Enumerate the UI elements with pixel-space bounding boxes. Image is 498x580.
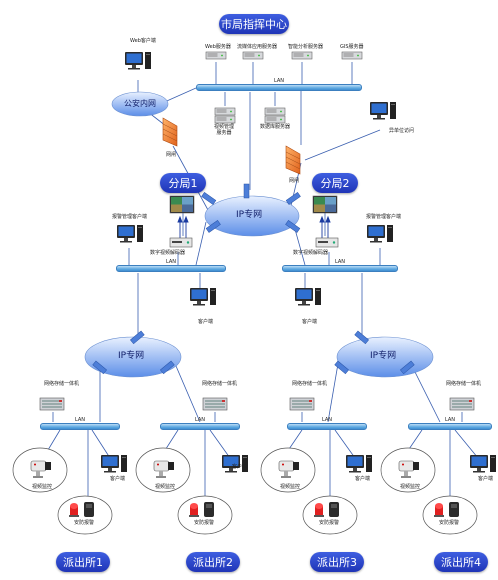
station1-nvr-label: 网络存储一体机 bbox=[44, 381, 80, 387]
branch2-decoder-icon bbox=[315, 237, 339, 248]
external-access-label: 异单位访问 bbox=[389, 128, 415, 134]
web-client-label: Web客户端 bbox=[130, 38, 156, 44]
station3-camera-label: 视频监控 bbox=[280, 484, 301, 490]
station1-client-label: 客户端 bbox=[110, 476, 126, 482]
station4-nvr-label: 网络存储一体机 bbox=[446, 381, 482, 387]
branch1-video-wall-icon bbox=[169, 195, 195, 214]
firewall-icon-right bbox=[285, 145, 301, 175]
db-server-icon-2 bbox=[264, 115, 286, 124]
lan-bar-station1: LAN bbox=[40, 417, 120, 430]
branch1-alarm-client-label: 报警管理客户端 bbox=[112, 214, 148, 220]
db-server-label: 数据库服务器 bbox=[260, 124, 291, 130]
station4-client-pc-icon bbox=[470, 455, 496, 473]
lan-bar-branch1: LAN bbox=[116, 259, 226, 272]
station4-title: 派出所4 bbox=[434, 552, 488, 572]
station2-title: 派出所2 bbox=[186, 552, 240, 572]
branch2-video-wall-icon bbox=[312, 195, 338, 214]
ip-network-cloud-left bbox=[84, 336, 182, 378]
web-server-icon bbox=[205, 51, 227, 60]
station1-client-pc-icon bbox=[101, 455, 127, 473]
video-mgmt-server-icon-2 bbox=[214, 115, 236, 124]
decoder-arrows bbox=[177, 215, 331, 238]
web-client-pc-icon bbox=[125, 52, 151, 70]
web-server-label: Web服务器 bbox=[205, 44, 231, 50]
lan-label: LAN bbox=[321, 417, 333, 423]
video-mgmt-server-icon bbox=[214, 107, 236, 116]
lan-bar-station3: LAN bbox=[287, 417, 367, 430]
hub-title: 市局指挥中心 bbox=[219, 14, 289, 34]
station3-title: 派出所3 bbox=[310, 552, 364, 572]
ip-network-label-left: IP专网 bbox=[118, 351, 145, 361]
gis-server-label: GIS服务器 bbox=[340, 44, 364, 50]
firewall-label-right: 网闸 bbox=[289, 178, 300, 184]
station2-client-label: 客户端 bbox=[232, 464, 248, 470]
branch1-decoder-label: 数字视频解码器 bbox=[150, 250, 186, 256]
station2-nvr-icon bbox=[202, 397, 228, 411]
analytics-server-icon bbox=[291, 51, 313, 60]
station4-camera-label: 视频监控 bbox=[400, 484, 421, 490]
streaming-server-label: 流媒体应用服务器 bbox=[237, 44, 278, 50]
video-mgmt-server-label: 视频管理 服务器 bbox=[214, 124, 235, 136]
gis-server-icon bbox=[341, 51, 363, 60]
branch1-alarm-client-pc-icon bbox=[117, 225, 143, 243]
station1-camera-label: 视频监控 bbox=[32, 484, 53, 490]
lan-label: LAN bbox=[74, 417, 86, 423]
station4-nvr-icon bbox=[449, 397, 475, 411]
connection-lines bbox=[44, 62, 479, 498]
ip-network-label-right: IP专网 bbox=[370, 351, 397, 361]
branch1-client-label: 客户端 bbox=[198, 319, 214, 325]
station1-title: 派出所1 bbox=[56, 552, 110, 572]
lan-label: LAN bbox=[194, 417, 206, 423]
branch2-client-pc-icon bbox=[295, 288, 321, 306]
lan-label: LAN bbox=[444, 417, 456, 423]
station4-alarm-label: 安防报警 bbox=[439, 520, 460, 526]
branch2-alarm-client-label: 报警管理客户端 bbox=[366, 214, 402, 220]
branch1-decoder-icon bbox=[169, 237, 193, 248]
lan-bar-station4: LAN bbox=[408, 417, 492, 430]
branch2-decoder-label: 数字视频解码器 bbox=[293, 250, 329, 256]
station1-nvr-icon bbox=[39, 397, 65, 411]
station2-alarm-label: 安防报警 bbox=[194, 520, 215, 526]
police-intranet-label: 公安内网 bbox=[124, 99, 156, 108]
lan-bar-station2: LAN bbox=[160, 417, 240, 430]
branch2-client-label: 客户端 bbox=[302, 319, 318, 325]
station2-camera-label: 视频监控 bbox=[155, 484, 176, 490]
lan-bar-branch2: LAN bbox=[282, 259, 398, 272]
firewall-label-left: 网闸 bbox=[166, 152, 177, 158]
streaming-server-icon bbox=[242, 51, 264, 60]
lan-label: LAN bbox=[273, 78, 285, 84]
station3-alarm-label: 安防报警 bbox=[319, 520, 340, 526]
station3-client-label: 客户端 bbox=[355, 476, 371, 482]
alarm-circles bbox=[57, 495, 478, 535]
branch1-client-pc-icon bbox=[190, 288, 216, 306]
station1-alarm-label: 安防报警 bbox=[74, 520, 95, 526]
ip-network-cloud-center bbox=[204, 195, 300, 237]
db-server-icon bbox=[264, 107, 286, 116]
station3-nvr-label: 网络存储一体机 bbox=[292, 381, 328, 387]
ip-network-label-center: IP专网 bbox=[236, 210, 263, 220]
router-icons bbox=[92, 183, 415, 375]
lan-bar-top: LAN bbox=[196, 78, 362, 91]
station2-nvr-label: 网络存储一体机 bbox=[202, 381, 238, 387]
branch2-alarm-client-pc-icon bbox=[367, 225, 393, 243]
station3-nvr-icon bbox=[289, 397, 315, 411]
branch2-title: 分局2 bbox=[312, 173, 358, 193]
station4-client-label: 客户端 bbox=[478, 476, 494, 482]
police-intranet-cloud bbox=[111, 91, 169, 117]
analytics-server-label: 智能分析服务器 bbox=[288, 44, 324, 50]
firewall-icon-left bbox=[162, 117, 178, 147]
branch1-title: 分局1 bbox=[160, 173, 206, 193]
station3-client-pc-icon bbox=[346, 455, 372, 473]
lan-label: LAN bbox=[334, 259, 346, 265]
external-access-pc-icon bbox=[370, 102, 396, 120]
lan-label: LAN bbox=[165, 259, 177, 265]
